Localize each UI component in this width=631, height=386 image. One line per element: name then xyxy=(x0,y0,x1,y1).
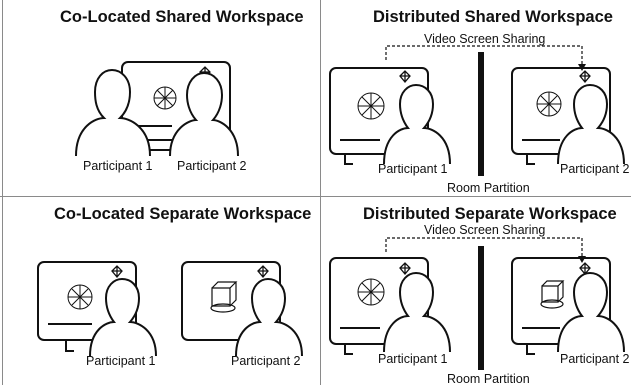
cube-rotate-icon xyxy=(211,282,236,312)
vr-headset-icon xyxy=(400,71,410,82)
panel-title-distributed-shared: Distributed Shared Workspace xyxy=(373,8,613,26)
participant-2-silhouette xyxy=(558,85,624,164)
distributed-shared-illustration xyxy=(320,0,631,176)
room-partition-label: Room Partition xyxy=(447,181,530,195)
participant-1-label: Participant 1 xyxy=(83,159,153,173)
video-screen-sharing-label: Video Screen Sharing xyxy=(424,223,546,237)
participant-1-label: Participant 1 xyxy=(86,354,156,368)
vr-headset-icon xyxy=(400,263,410,274)
screen-sharing-arrow xyxy=(386,46,582,66)
participant-2-silhouette xyxy=(170,73,238,156)
vr-headset-icon xyxy=(112,266,122,277)
participant-2-label: Participant 2 xyxy=(231,354,301,368)
grid-horizontal-divider xyxy=(0,196,631,197)
vr-headset-icon xyxy=(258,266,268,277)
sphere-icon xyxy=(358,279,384,305)
room-partition-wall xyxy=(478,246,484,370)
grid-vertical-divider xyxy=(320,0,321,385)
participant-1-label: Participant 1 xyxy=(378,352,448,366)
participant-2-silhouette xyxy=(558,273,624,352)
cube-rotate-icon xyxy=(541,281,563,308)
participant-1-silhouette xyxy=(384,273,450,352)
vr-headset-icon xyxy=(580,263,590,274)
sphere-icon xyxy=(358,93,384,119)
sphere-icon xyxy=(537,92,561,116)
participant-2-label: Participant 2 xyxy=(560,162,630,176)
panel-title-distributed-separate: Distributed Separate Workspace xyxy=(363,205,617,223)
participant-1-label: Participant 1 xyxy=(378,162,448,176)
participant-1-silhouette xyxy=(384,85,450,164)
room-partition-label: Room Partition xyxy=(447,372,530,386)
video-screen-sharing-label: Video Screen Sharing xyxy=(424,32,546,46)
participant-2-label: Participant 2 xyxy=(560,352,630,366)
participant-1-silhouette xyxy=(90,279,156,356)
sphere-icon xyxy=(68,285,92,309)
distributed-separate-illustration xyxy=(320,196,631,370)
screen-sharing-arrow xyxy=(386,238,582,258)
participant-2-silhouette xyxy=(236,279,302,356)
colocated-shared-illustration xyxy=(0,0,320,196)
panel-title-colocated-shared: Co-Located Shared Workspace xyxy=(60,8,304,26)
grid-left-border xyxy=(2,0,3,385)
room-partition-wall xyxy=(478,52,484,176)
sphere-icon xyxy=(154,87,176,109)
colocated-separate-illustration xyxy=(0,196,320,385)
panel-title-colocated-separate: Co-Located Separate Workspace xyxy=(54,205,312,223)
participant-2-label: Participant 2 xyxy=(177,159,247,173)
participant-1-silhouette xyxy=(76,70,150,156)
vr-headset-icon xyxy=(580,71,590,82)
